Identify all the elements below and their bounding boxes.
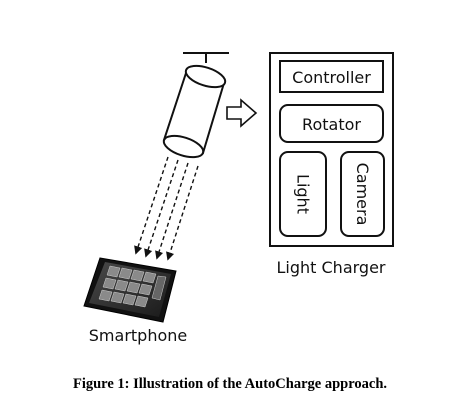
smartphone-label: Smartphone bbox=[89, 326, 187, 345]
smartphone-icon bbox=[83, 257, 177, 323]
camera-label: Camera bbox=[353, 163, 372, 226]
rotator-module bbox=[279, 104, 384, 143]
light-beam-arrow bbox=[134, 156, 169, 255]
rotator-label: Rotator bbox=[302, 115, 361, 134]
controller-label: Controller bbox=[292, 68, 371, 87]
spotlight-lamp bbox=[162, 64, 227, 159]
light-label: Light bbox=[294, 174, 313, 214]
hollow-arrow-icon bbox=[226, 98, 258, 128]
light-beams bbox=[134, 156, 199, 261]
light-charger-label: Light Charger bbox=[276, 258, 385, 277]
figure-caption: Figure 1: Illustration of the AutoCharge… bbox=[72, 376, 388, 392]
light-beam-arrow bbox=[166, 165, 199, 261]
ceiling-mount bbox=[183, 52, 229, 63]
light-beam-arrow bbox=[144, 159, 179, 258]
controller-module bbox=[279, 60, 384, 93]
camera-module bbox=[340, 151, 385, 237]
light-beam-arrow bbox=[155, 162, 189, 260]
light-module bbox=[279, 151, 327, 237]
